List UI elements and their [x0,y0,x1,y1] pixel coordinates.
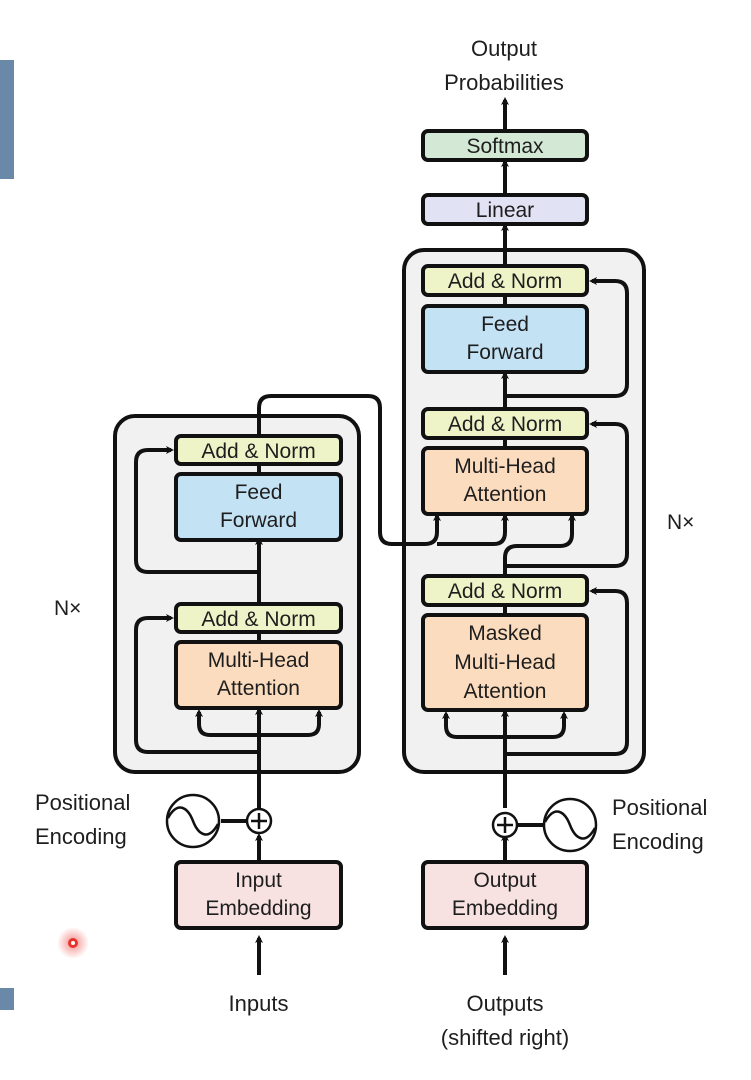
decoder-repeat-label: N× [667,511,694,534]
label-line-1: Feed [481,313,529,336]
decoder-cross-attention[interactable]: Multi-Head Attention [421,446,589,516]
label-line-3: Attention [464,680,547,703]
label-line-1: Multi-Head [454,455,556,478]
mouse-cursor-indicator [57,927,89,959]
label: Add & Norm [201,440,315,463]
output-probabilities-label-2: Probabilities [444,70,564,95]
outputs-label-1: Outputs [466,991,543,1016]
label-line-2: Forward [466,341,543,364]
label-line-1: Multi-Head [208,649,310,672]
outputs-label-2: (shifted right) [441,1025,569,1050]
decoder-feed-forward[interactable]: Feed Forward [421,304,589,374]
inputs-label: Inputs [229,991,289,1016]
encoder-positional-label-1: Positional [35,790,130,815]
side-panel-tab-top[interactable] [0,60,14,179]
decoder-add-norm-top[interactable]: Add & Norm [421,264,589,297]
side-panel-tab-bottom[interactable] [0,988,14,1010]
label: Linear [476,199,534,222]
label-line-2: Attention [217,677,300,700]
decoder-add-norm-middle[interactable]: Add & Norm [421,407,589,440]
encoder-add-norm-bottom[interactable]: Add & Norm [174,602,343,634]
label: Add & Norm [448,270,562,293]
label-line-1: Feed [235,481,283,504]
label-line-2: Forward [220,509,297,532]
encoder-stack [113,414,361,774]
input-embedding[interactable]: Input Embedding [174,860,343,930]
encoder-repeat-label: N× [54,597,81,620]
label: Softmax [466,135,544,158]
label-line-1: Masked [468,622,542,645]
encoder-feed-forward[interactable]: Feed Forward [174,472,343,542]
decoder-positional-label-2: Encoding [612,829,704,854]
decoder-connections [442,97,629,975]
label-line-2: Embedding [205,897,311,920]
output-embedding[interactable]: Output Embedding [421,860,589,930]
label: Add & Norm [201,608,315,631]
decoder-positional-label-1: Positional [612,795,707,820]
decoder-masked-attention[interactable]: Masked Multi-Head Attention [421,613,589,712]
label-line-1: Input [235,869,282,892]
encoder-multi-head-attention[interactable]: Multi-Head Attention [174,640,343,710]
softmax-layer[interactable]: Softmax [421,129,589,162]
label: Add & Norm [448,580,562,603]
label-line-2: Attention [464,483,547,506]
linear-layer[interactable]: Linear [421,193,589,226]
output-probabilities-label-1: Output [471,36,537,61]
encoder-add-norm-top[interactable]: Add & Norm [174,434,343,466]
label-line-2: Multi-Head [454,651,556,674]
encoder-connections [134,394,494,975]
label-line-1: Output [473,869,536,892]
label: Add & Norm [448,413,562,436]
label-line-2: Embedding [452,897,558,920]
encoder-positional-label-2: Encoding [35,824,127,849]
decoder-add-norm-bottom[interactable]: Add & Norm [421,574,589,607]
encoder-positional-encoding [165,793,273,849]
decoder-positional-encoding [491,797,598,853]
